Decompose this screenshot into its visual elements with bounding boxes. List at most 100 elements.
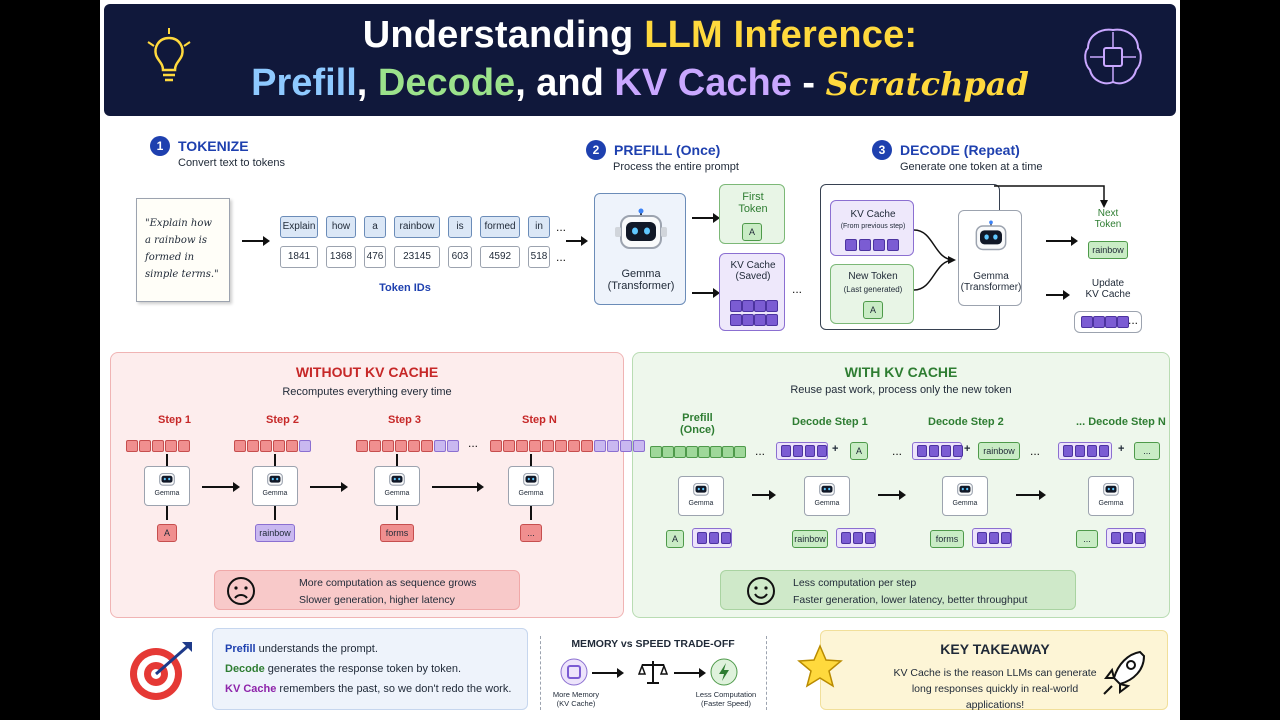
- kv-cell: [766, 300, 778, 312]
- robot-icon: [819, 482, 835, 496]
- divider: [540, 636, 541, 710]
- without-note-box: More computation as sequence grows Slowe…: [214, 570, 520, 610]
- plus-sign: +: [964, 443, 971, 455]
- with-step-label: Prefill (Once): [680, 412, 715, 436]
- kv-cell: [917, 445, 927, 457]
- arrow: [878, 490, 906, 500]
- without-step-label: Step 2: [266, 414, 300, 426]
- token-cell: [529, 440, 541, 452]
- token-chip: Explain: [280, 216, 318, 238]
- kv-cell: [697, 532, 707, 544]
- with-ellipsis: ...: [755, 444, 766, 458]
- target-icon: [130, 642, 192, 700]
- kv-cell: [766, 314, 778, 326]
- kv-chip: [1106, 528, 1146, 548]
- token-cell: [299, 440, 311, 452]
- with-step-label: Decode Step 2: [928, 416, 1004, 428]
- gemma-label: Gemma: [384, 490, 410, 497]
- plus-sign: +: [1118, 443, 1125, 455]
- token-cell: [698, 446, 710, 458]
- arrow: [530, 454, 532, 466]
- takeaway-text: KV Cache is the reason LLMs can generate…: [893, 667, 1097, 711]
- kv-cell: [1099, 445, 1109, 457]
- token-chip: in: [528, 216, 550, 238]
- new-token-label: New Token: [848, 271, 898, 282]
- lightbulb-icon: [147, 28, 191, 82]
- input-token-chip: A: [850, 442, 868, 460]
- gemma-mini-box: Gemma: [804, 476, 850, 516]
- token-cell: [650, 446, 662, 458]
- token-id-chip: 4592: [480, 246, 520, 268]
- with-step-label: Decode Step 1: [792, 416, 868, 428]
- output-token-chip: ...: [1076, 530, 1098, 548]
- kv-chip: [1058, 442, 1112, 460]
- arrow: [592, 668, 624, 678]
- arrow: [566, 236, 588, 246]
- token-cell: [126, 440, 138, 452]
- with-title: WITH KV CACHE: [844, 364, 958, 380]
- happy-face-icon: [747, 577, 775, 605]
- gemma-label: Gemma: [688, 500, 714, 507]
- input-token-chip: rainbow: [978, 442, 1020, 460]
- update-kv-box: [1074, 311, 1142, 333]
- token-cell: [542, 440, 554, 452]
- gemma-mini-box: Gemma: [678, 476, 724, 516]
- arrow: [692, 213, 720, 223]
- token-cell: [382, 440, 394, 452]
- arrow: [1046, 290, 1070, 300]
- chip-icon: [560, 658, 588, 686]
- decode-subtitle: Generate one token at a time: [900, 161, 1043, 173]
- token-cell: [710, 446, 722, 458]
- without-step-label: Step 3: [388, 414, 422, 426]
- token-id-chip: 1841: [280, 246, 318, 268]
- token-cell: [356, 440, 368, 452]
- arrow: [202, 482, 240, 492]
- header-title-line1: Understanding LLM Inference:: [362, 14, 918, 56]
- output-token-chip: rainbow: [255, 524, 295, 542]
- arrow: [692, 288, 720, 298]
- kv-cell: [1111, 532, 1121, 544]
- token-cell: [395, 440, 407, 452]
- token-id-chip: 476: [364, 246, 386, 268]
- with-note1: Less computation per step: [793, 577, 917, 589]
- summary-line2: Decode generates the response token by t…: [225, 663, 462, 675]
- arrow: [310, 482, 348, 492]
- token-cell: [247, 440, 259, 452]
- tradeoff-title: MEMORY vs SPEED TRADE-OFF: [571, 638, 735, 650]
- token-cell: [516, 440, 528, 452]
- rocket-icon: [1103, 650, 1146, 695]
- sad-face-icon: [227, 577, 255, 605]
- token-cell: [674, 446, 686, 458]
- kv-cell: [730, 300, 742, 312]
- takeaway-box: KEY TAKEAWAY KV Cache is the reason LLMs…: [820, 630, 1168, 711]
- without-ellipsis: ...: [468, 436, 479, 450]
- brain-chip-icon: [1084, 28, 1142, 85]
- token-cell: [633, 440, 645, 452]
- with-note2: Faster generation, lower latency, better…: [793, 594, 1028, 606]
- token-cell: [447, 440, 459, 452]
- kv-cell: [1117, 316, 1129, 328]
- without-note2: Slower generation, higher latency: [299, 594, 455, 606]
- gemma-label: Gemma: [952, 500, 978, 507]
- star-icon: [797, 644, 843, 688]
- token-id-chip: 1368: [326, 246, 356, 268]
- new-token-box: New Token (Last generated) A: [830, 264, 914, 324]
- token-id-chip: 603: [448, 246, 472, 268]
- kv-cell: [941, 445, 951, 457]
- kv-cell: [709, 532, 719, 544]
- gemma-label: Gemma: [814, 500, 840, 507]
- arrow: [396, 506, 398, 520]
- kv-cell: [1001, 532, 1011, 544]
- arrow: [274, 506, 276, 520]
- prefill-ellipsis: ...: [792, 282, 803, 296]
- kv-cell: [853, 532, 863, 544]
- kv-cell: [887, 239, 899, 251]
- token-id-chip: 23145: [394, 246, 440, 268]
- gemma-mini-box: Gemma: [1088, 476, 1134, 516]
- gemma-label: Gemma: [518, 490, 544, 497]
- token-cell: [139, 440, 151, 452]
- decode-model-label: Gemma (Transformer): [960, 271, 1022, 293]
- gemma-label: Gemma: [262, 490, 288, 497]
